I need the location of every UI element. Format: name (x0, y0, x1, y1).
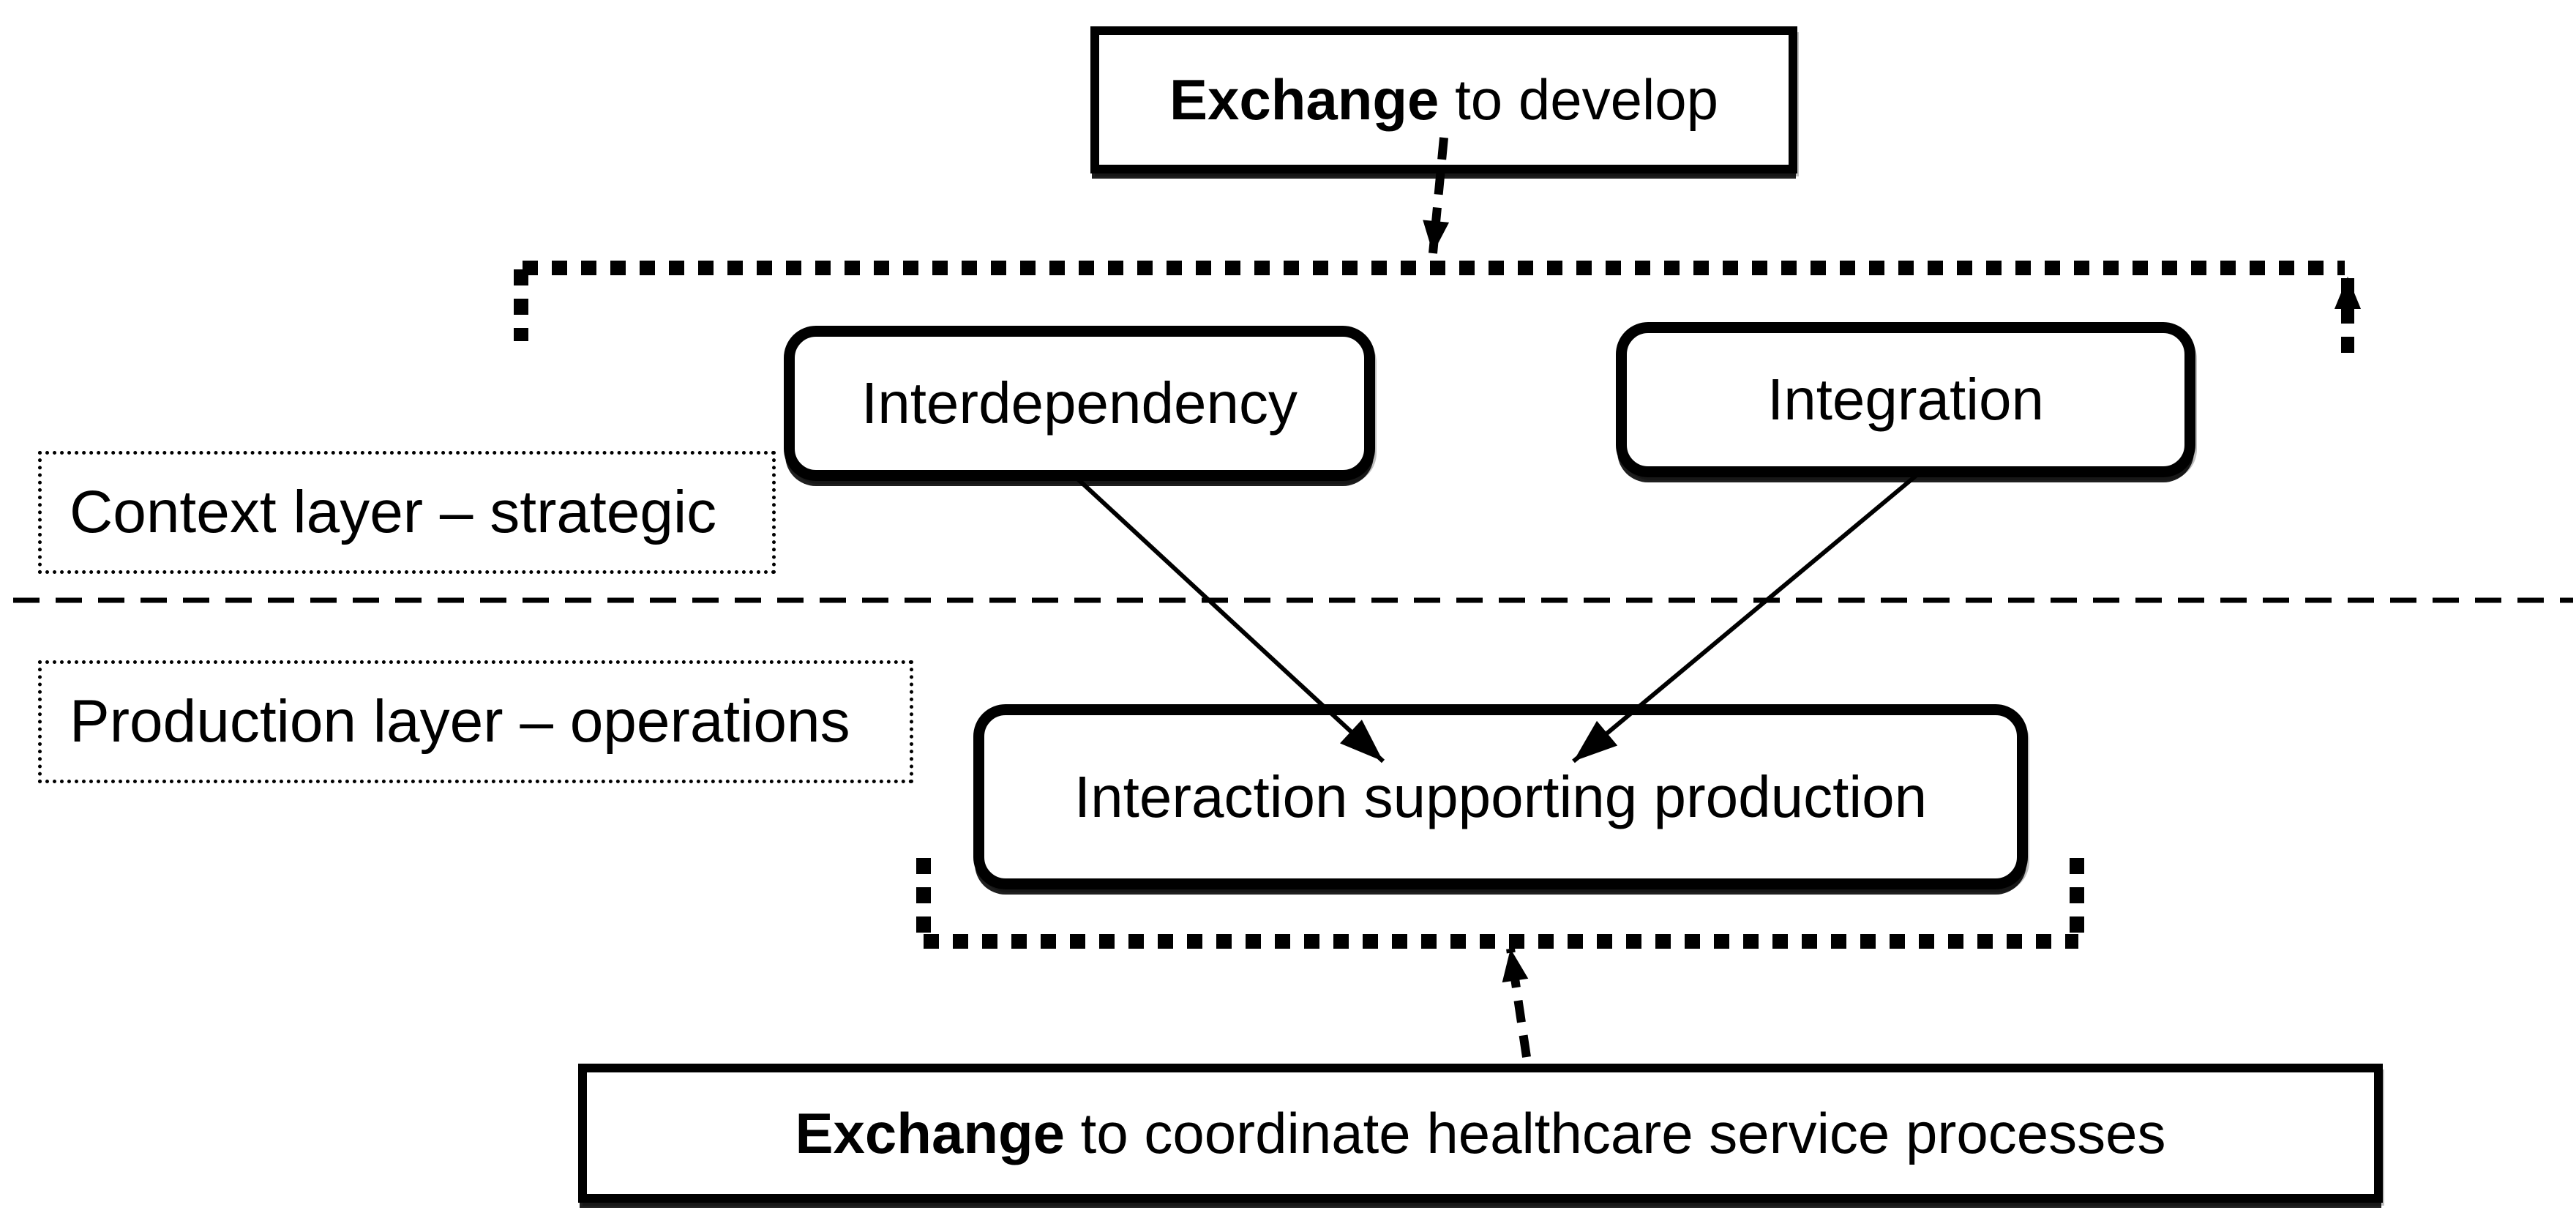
exchange-to-coordinate-text: Exchange to coordinate healthcare servic… (795, 1100, 2166, 1167)
exchange-to-coordinate-box: Exchange to coordinate healthcare servic… (578, 1064, 2383, 1203)
connector-bottom-dashed-arrow (1502, 948, 1531, 1058)
exchange-to-develop-text: Exchange to develop (1169, 67, 1718, 133)
to-develop-text: to develop (1439, 67, 1719, 132)
to-coordinate-text: to coordinate healthcare service process… (1065, 1100, 2166, 1165)
production-layer-label-box: Production layer – operations (38, 660, 913, 783)
exchange-bold-text: Exchange (1169, 67, 1439, 132)
context-layer-label-box: Context layer – strategic (38, 451, 776, 574)
integration-label: Integration (1767, 367, 2045, 432)
integration-node: Integration (1616, 322, 2195, 477)
context-layer-label: Context layer – strategic (70, 479, 717, 545)
exchange-to-develop-box: Exchange to develop (1090, 26, 1797, 173)
interdependency-node: Interdependency (784, 326, 1375, 481)
interaction-label: Interaction supporting production (1074, 764, 1928, 829)
interdependency-label: Interdependency (861, 370, 1298, 436)
interaction-supporting-production-node: Interaction supporting production (973, 704, 2028, 889)
production-layer-label: Production layer – operations (70, 688, 850, 755)
exchange-bold-text-bottom: Exchange (795, 1100, 1065, 1165)
